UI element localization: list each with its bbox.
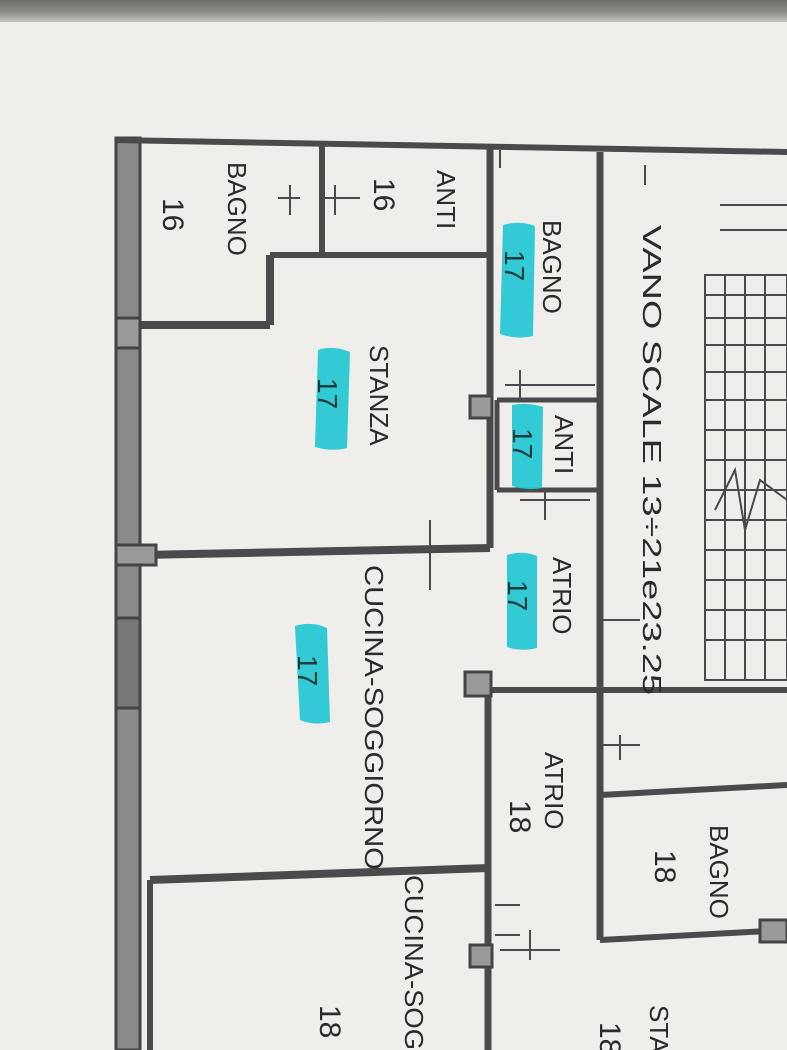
wall-bagno18-bottom — [599, 927, 787, 943]
room-number-bagno-18: 18 — [648, 850, 681, 883]
room-name-cucina-17: CUCINA-SOGGIORNO — [359, 565, 389, 870]
highlight-stanza17 — [315, 347, 350, 450]
wall-top — [115, 137, 787, 155]
wall-cucina-bottom — [149, 864, 489, 884]
wall-stanza-bottom — [139, 544, 491, 559]
room-number-stanza-17: 17 — [312, 378, 343, 409]
window-block — [114, 616, 142, 710]
room-number-cucina-17: 17 — [292, 655, 323, 686]
room-name-bagno-17: BAGNO — [537, 220, 567, 314]
room-name-atrio-18: ATRIO — [539, 752, 569, 830]
room-number-stanza-18: 18 — [593, 1022, 626, 1050]
highlight-anti17 — [512, 403, 543, 490]
room-number-atrio-18: 18 — [503, 800, 536, 833]
pillar — [114, 543, 158, 567]
window-block — [114, 316, 142, 350]
room-name-anti-16: ANTI — [431, 170, 461, 229]
outer-wall-left — [114, 136, 142, 1050]
highlight-cucina17 — [295, 623, 330, 724]
pillar — [468, 943, 494, 969]
room-name-bagno-18: BAGNO — [704, 825, 734, 919]
stair-treads — [704, 204, 787, 681]
wall-bagno18-top — [599, 782, 787, 798]
room-name-cucina-18: CUCINA-SOG — [399, 875, 429, 1050]
door-marks — [278, 150, 646, 960]
room-name-atrio-17: ATRIO — [547, 557, 577, 635]
highlights — [295, 222, 543, 724]
stair-label: VANO SCALE 13÷21e23.25 — [637, 225, 667, 695]
pillar — [758, 918, 787, 944]
room-number-bagno-17: 17 — [499, 250, 530, 281]
room-number-anti-17: 17 — [507, 428, 538, 459]
room-name-bagno-16: BAGNO — [222, 162, 252, 256]
room-number-anti-16: 16 — [367, 178, 400, 211]
room-number-atrio-17: 17 — [502, 580, 533, 611]
room-labels: BAGNO 16 ANTI 16 BAGNO 17 STANZA 17 ANTI… — [156, 162, 734, 1050]
pillar — [463, 670, 493, 698]
walls — [114, 136, 787, 1050]
room-name-stanza-17: STANZA — [364, 345, 394, 446]
highlight-atrio17 — [507, 552, 537, 650]
pillar — [468, 394, 494, 420]
room-name-stanza-18: STA — [644, 1005, 674, 1050]
room-name-anti-17: ANTI — [549, 415, 579, 474]
highlight-bagno17 — [500, 222, 535, 338]
room-number-cucina-18: 18 — [313, 1005, 346, 1038]
room-number-bagno-16: 16 — [156, 198, 189, 231]
